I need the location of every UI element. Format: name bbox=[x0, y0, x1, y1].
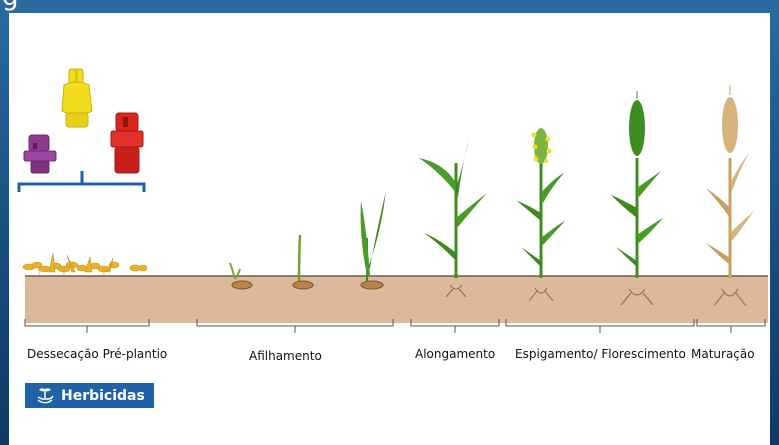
bracket-alongamento bbox=[410, 319, 500, 333]
diagram-panel: Dessecação Pré-plantio Afilhamento Along… bbox=[9, 13, 770, 445]
yellow-nozzle-icon bbox=[61, 68, 93, 128]
seedling-1 bbox=[229, 262, 253, 290]
slide-title-fragment: g bbox=[2, 0, 19, 10]
soil-band bbox=[25, 276, 768, 323]
stage-label-alongamento: Alongamento bbox=[415, 347, 496, 361]
purple-nozzle-icon bbox=[23, 134, 57, 174]
bracket-dessecacao bbox=[24, 319, 150, 333]
plant-maturacao bbox=[706, 85, 754, 307]
red-nozzle-icon bbox=[110, 112, 144, 174]
plant-hand-icon bbox=[37, 387, 54, 403]
stage-label-maturacao: Maturação bbox=[691, 347, 755, 361]
herbicidas-badge: Herbicidas bbox=[25, 383, 154, 408]
stage-label-afilhamento: Afilhamento bbox=[249, 349, 322, 363]
nozzle-bracket bbox=[17, 171, 146, 192]
bracket-afilhamento bbox=[196, 319, 394, 333]
plant-espigamento bbox=[517, 128, 565, 302]
plant-alongamento bbox=[419, 138, 487, 298]
weed-plants bbox=[22, 252, 148, 275]
stage-label-espigamento: Espigamento/ Florescimento bbox=[515, 347, 686, 361]
bracket-maturacao bbox=[696, 319, 766, 333]
seedling-2 bbox=[292, 234, 314, 290]
herbicidas-label: Herbicidas bbox=[61, 387, 145, 404]
growth-stages-diagram bbox=[17, 68, 768, 333]
bracket-espigamento bbox=[505, 319, 695, 333]
stage-brackets bbox=[24, 319, 766, 333]
stage-label-dessecacao: Dessecação Pré-plantio bbox=[27, 347, 168, 361]
plant-florescimento bbox=[611, 91, 663, 306]
seedling-3 bbox=[360, 191, 386, 290]
